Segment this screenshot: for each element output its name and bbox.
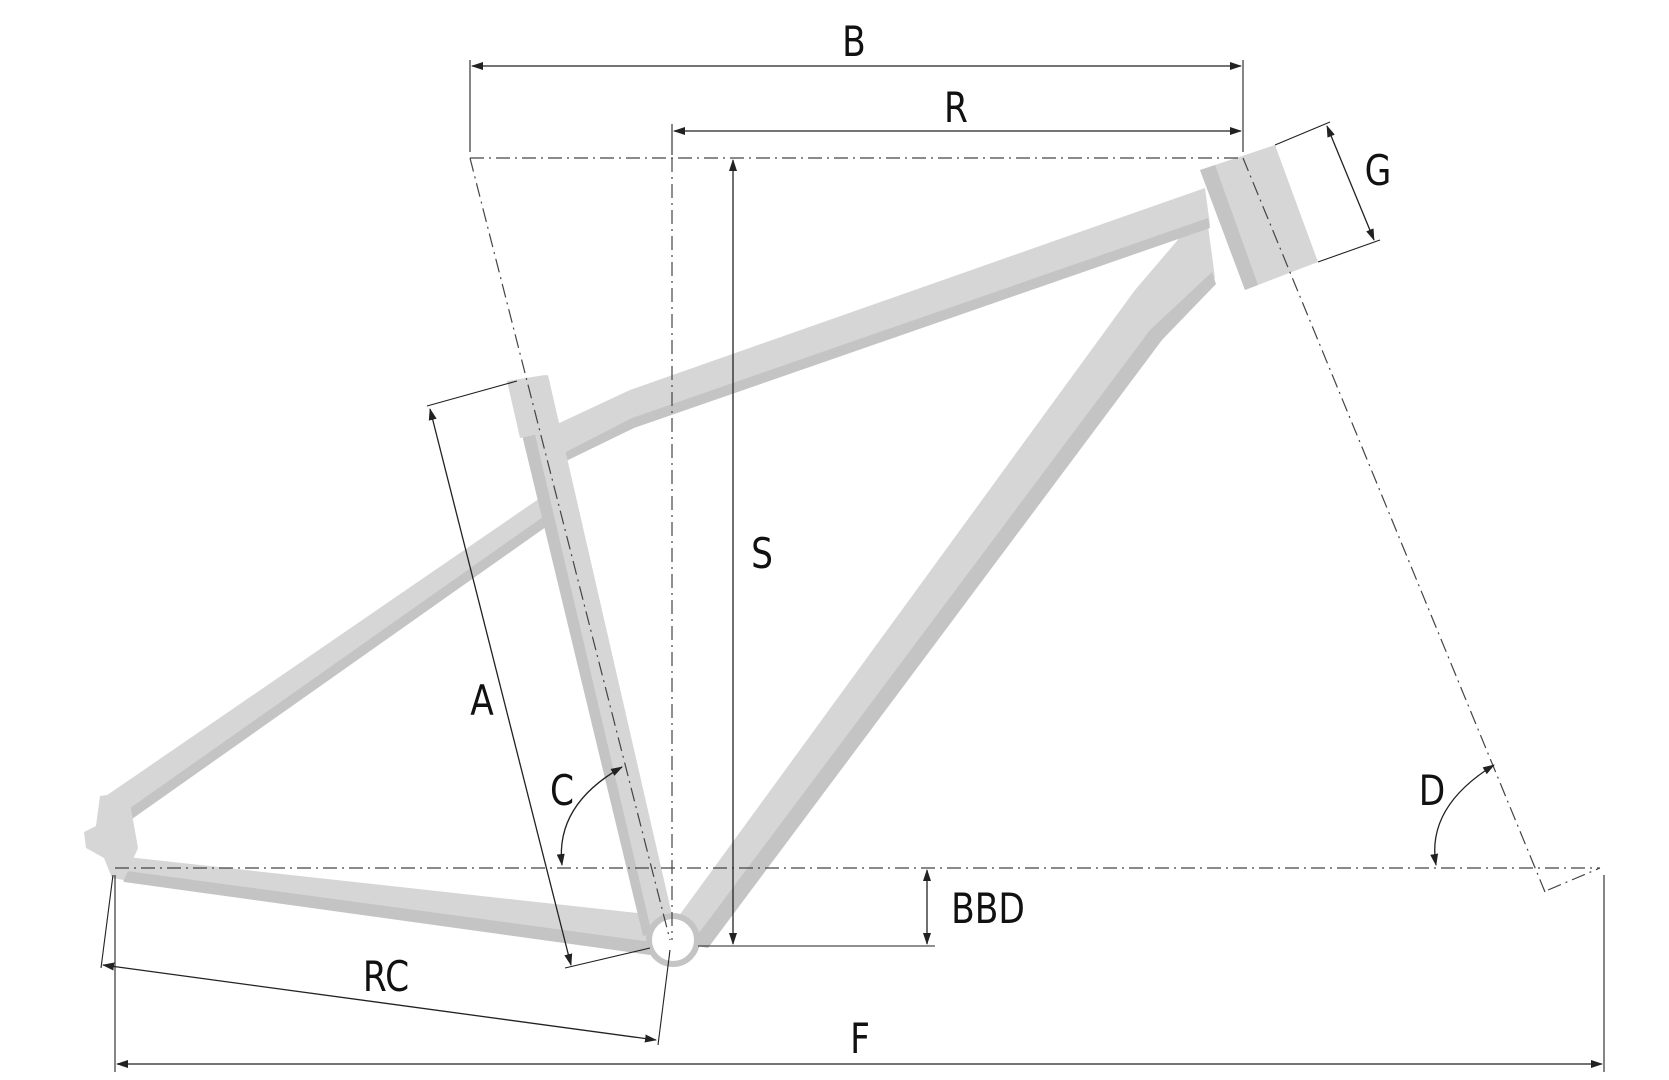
dim-c-arc bbox=[556, 766, 623, 866]
dim-g-line bbox=[1326, 125, 1375, 241]
down-tube bbox=[665, 218, 1215, 945]
seatstay-shadow bbox=[116, 512, 553, 826]
label-a: A bbox=[470, 677, 494, 726]
dim-rc-ext-right bbox=[657, 949, 671, 1046]
dimension-labels: B R G S A C D BBD RC F bbox=[363, 18, 1445, 1064]
label-c: C bbox=[550, 767, 574, 816]
steering-axis-end bbox=[1547, 867, 1601, 891]
dim-g-ext-top bbox=[1274, 121, 1331, 146]
label-g: G bbox=[1365, 147, 1392, 196]
seat-tube-shadow bbox=[509, 379, 652, 936]
down-tube-shadow bbox=[690, 272, 1216, 948]
label-r: R bbox=[944, 84, 968, 133]
head-tube bbox=[1200, 145, 1318, 290]
dim-a-ext-top bbox=[426, 380, 518, 407]
dim-g-ext-bottom bbox=[1317, 239, 1381, 263]
label-b: B bbox=[842, 18, 866, 67]
head-tube-shadow bbox=[1200, 165, 1258, 290]
dim-a-line bbox=[428, 408, 573, 966]
label-d: D bbox=[1419, 767, 1446, 816]
label-rc: RC bbox=[363, 953, 409, 1002]
dim-d-arc bbox=[1430, 764, 1495, 866]
dim-rc-ext-left bbox=[100, 874, 114, 969]
dim-rc-line bbox=[102, 962, 657, 1043]
bottom-bracket bbox=[646, 913, 700, 967]
dim-a-ext-bottom bbox=[564, 947, 651, 969]
dimension-lines bbox=[100, 60, 1605, 1072]
reference-lines bbox=[115, 157, 1601, 941]
rear-dropout bbox=[84, 792, 138, 880]
bike-frame bbox=[84, 145, 1318, 967]
top-tube-shadow bbox=[560, 218, 1210, 462]
label-bbd: BBD bbox=[951, 885, 1025, 934]
seat-collar bbox=[507, 375, 558, 438]
label-s: S bbox=[751, 530, 773, 579]
label-f: F bbox=[850, 1015, 870, 1064]
seatstay bbox=[100, 496, 553, 824]
